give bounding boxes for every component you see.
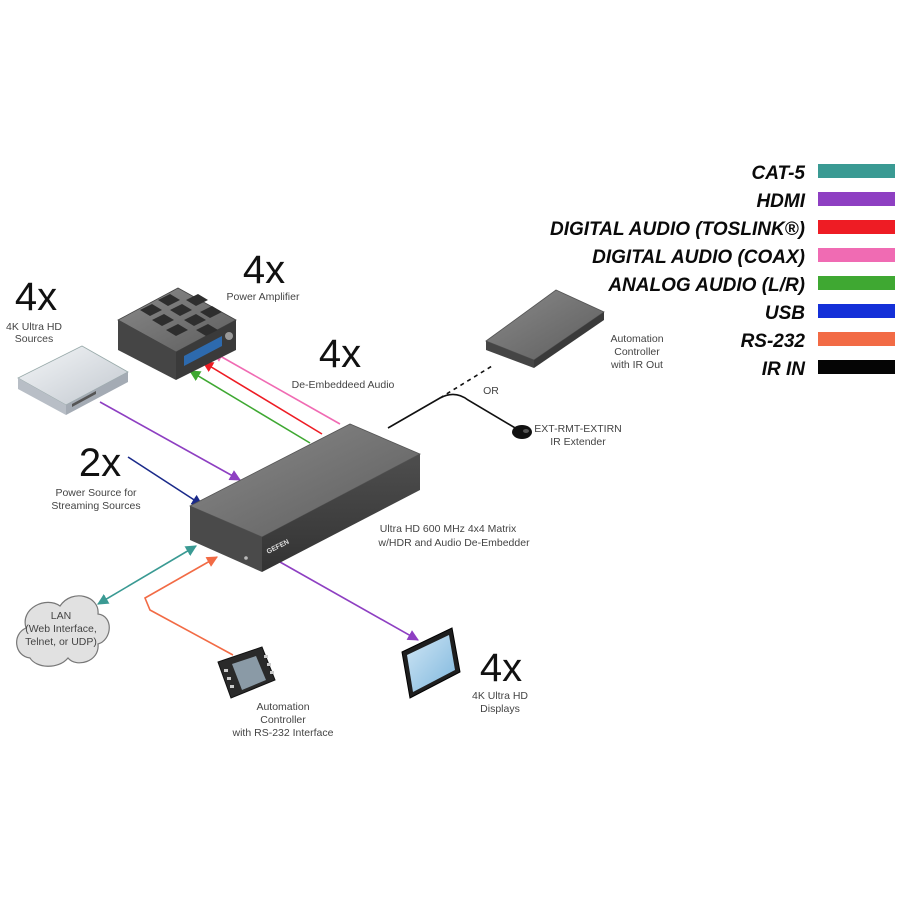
- legend-swatch: [818, 248, 895, 262]
- lan-label-line3: Telnet, or UDP): [25, 636, 97, 648]
- legend-item-ir-in: IR IN: [762, 359, 895, 380]
- amp-vents: [140, 294, 222, 336]
- rs232-controller-label-line1: Automation: [256, 701, 309, 713]
- ir-extender-label-line1: EXT-RMT-EXTIRN: [534, 423, 622, 435]
- displays-label-line2: Displays: [480, 703, 520, 715]
- legend-swatch: [818, 164, 895, 178]
- legend-swatch: [818, 304, 895, 318]
- ir-cable: [387, 393, 523, 433]
- usb-power-to-matrix: [127, 456, 203, 506]
- ir-controller-label-line1: Automation: [610, 333, 663, 345]
- legend-label: CAT-5: [752, 163, 806, 184]
- labels: 4x 4K Ultra HD Sources 4x Power Amplifie…: [6, 248, 664, 739]
- ir-dashed-link: [439, 365, 493, 399]
- or-label: OR: [483, 385, 499, 397]
- legend-item-usb: USB: [765, 303, 895, 324]
- ir-extender: [512, 425, 532, 439]
- legend-label: DIGITAL AUDIO (COAX): [592, 247, 805, 268]
- lan-label-line2: (Web Interface,: [25, 623, 97, 635]
- legend-item-toslink: DIGITAL AUDIO (TOSLINK®): [550, 219, 895, 240]
- legend-label: DIGITAL AUDIO (TOSLINK®): [550, 219, 805, 240]
- cat5-matrix-to-lan: [97, 545, 197, 605]
- power-label-line1: Power Source for: [55, 487, 137, 499]
- legend-item-rs232: RS-232: [741, 331, 895, 352]
- lan-cloud: [16, 595, 110, 667]
- power-label-line2: Streaming Sources: [51, 500, 140, 512]
- matrix-switcher: GEFEN: [189, 423, 421, 572]
- legend-swatch: [818, 332, 895, 346]
- audio-count: 4x: [319, 332, 361, 376]
- ir-automation-controller: [485, 289, 605, 368]
- rs232-controller-label-line3: with RS-232 Interface: [232, 727, 334, 739]
- legend-label: RS-232: [741, 331, 806, 352]
- 4k-source-player: [17, 345, 129, 415]
- audio-label: De-Embeddeed Audio: [292, 379, 395, 391]
- legend-swatch: [818, 360, 895, 374]
- connections: [97, 351, 523, 656]
- legend-swatch: [818, 276, 895, 290]
- sources-count: 4x: [15, 275, 57, 319]
- amplifier-label: Power Amplifier: [227, 291, 300, 303]
- rs232-touch-controller: [217, 646, 276, 699]
- legend-item-hdmi: HDMI: [756, 191, 895, 212]
- legend: CAT-5 HDMI DIGITAL AUDIO (TOSLINK®) DIGI…: [550, 163, 895, 380]
- ir-controller-label-line3: with IR Out: [610, 359, 663, 371]
- legend-item-cat5: CAT-5: [752, 163, 895, 184]
- analog-matrix-to-amp: [189, 370, 311, 444]
- power-count: 2x: [79, 441, 121, 485]
- displays-count: 4x: [480, 646, 522, 690]
- matrix-label-line2: w/HDR and Audio De-Embedder: [377, 537, 530, 549]
- sources-label-line1: 4K Ultra HD: [6, 321, 62, 333]
- rs232-controller-to-matrix: [143, 556, 234, 656]
- legend-item-coax: DIGITAL AUDIO (COAX): [592, 247, 895, 268]
- displays-label-line1: 4K Ultra HD: [472, 690, 528, 702]
- legend-label: USB: [765, 303, 805, 324]
- coax-matrix-to-amp: [212, 351, 341, 425]
- ir-extender-label-line2: IR Extender: [550, 436, 606, 448]
- 4k-display: [401, 627, 461, 699]
- legend-swatch: [818, 192, 895, 206]
- legend-swatch: [818, 220, 895, 234]
- sources-label-line2: Sources: [15, 333, 54, 345]
- ir-controller-label-line2: Controller: [614, 346, 660, 358]
- power-amplifier: [117, 287, 237, 380]
- legend-label: IR IN: [762, 359, 807, 380]
- hdmi-matrix-to-display: [279, 561, 419, 641]
- lan-label-line1: LAN: [51, 610, 71, 622]
- amplifier-count: 4x: [243, 248, 285, 292]
- rs232-controller-label-line2: Controller: [260, 714, 306, 726]
- hdmi-source-to-matrix: [99, 401, 241, 481]
- legend-item-analog: ANALOG AUDIO (L/R): [607, 275, 895, 296]
- matrix-label-line1: Ultra HD 600 MHz 4x4 Matrix: [380, 523, 517, 535]
- legend-label: HDMI: [756, 191, 805, 212]
- toslink-matrix-to-amp: [202, 361, 323, 435]
- legend-label: ANALOG AUDIO (L/R): [607, 275, 805, 296]
